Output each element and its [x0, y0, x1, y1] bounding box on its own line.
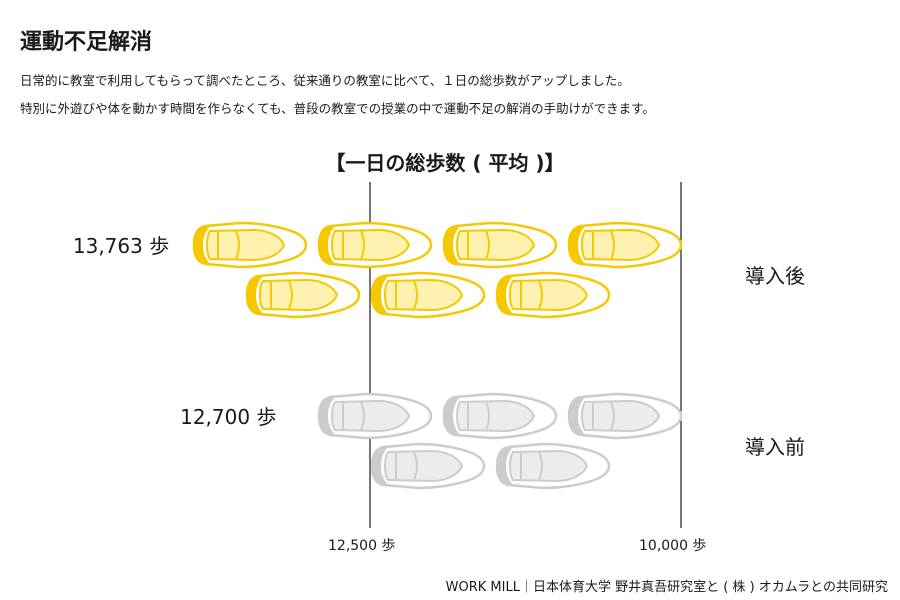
- shoe-icon-before-row2-1: [495, 442, 611, 490]
- page-title: 運動不足解消: [20, 30, 153, 55]
- shoe-icon-after-row2-2: [495, 271, 611, 319]
- shoe-icon-before-row2-0: [370, 442, 486, 490]
- shoe-icon-before-row1-1: [442, 392, 558, 440]
- shoe-icon-after-row1-3: [567, 221, 683, 269]
- value-label-before: 12,700 歩: [180, 405, 277, 429]
- shoe-icon-after-row1-1: [317, 221, 433, 269]
- description-line-1: 日常的に教室で利用してもらって調べたところ、従来通りの教室に比べて、１日の総歩数…: [20, 73, 630, 88]
- shoe-icon-after-row1-0: [192, 221, 308, 269]
- category-label-after: 導入後: [745, 264, 805, 288]
- shoe-icon-after-row2-0: [245, 271, 361, 319]
- shoe-icon-before-row1-0: [317, 392, 433, 440]
- shoe-icon-after-row2-1: [370, 271, 486, 319]
- tick-label-12500: 12,500 歩: [328, 538, 396, 554]
- chart-title: 【一日の総歩数 ( 平均 )】: [325, 151, 565, 175]
- category-label-before: 導入前: [745, 435, 805, 459]
- shoe-icon-after-row1-2: [442, 221, 558, 269]
- footer-credit: WORK MILL｜日本体育大学 野井真吾研究室と ( 株 ) オカムラとの共同…: [445, 580, 888, 595]
- tick-label-10000: 10,000 歩: [639, 538, 707, 554]
- shoe-icon-before-row1-2: [567, 392, 683, 440]
- value-label-after: 13,763 歩: [72, 234, 170, 258]
- description-line-2: 特別に外遊びや体を動かす時間を作らなくても、普段の教室での授業の中で運動不足の解…: [20, 101, 655, 116]
